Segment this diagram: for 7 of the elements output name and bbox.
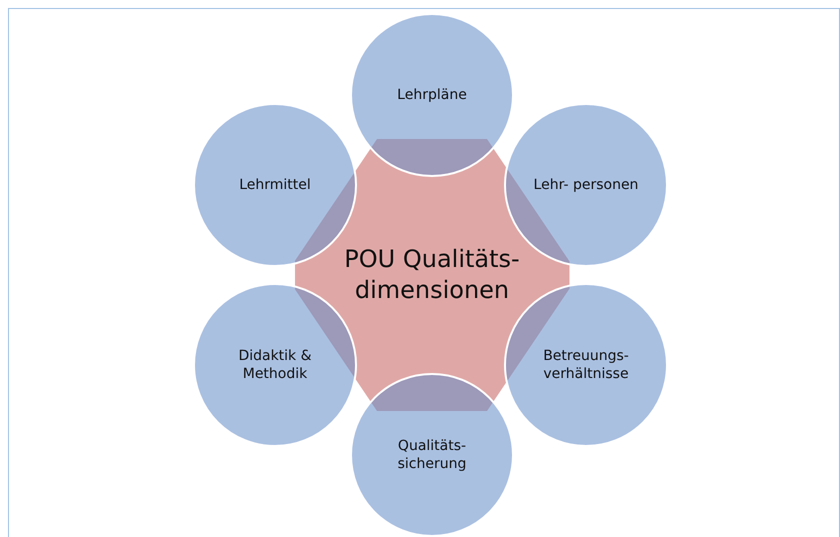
central-title: POU Qualitäts- dimensionen bbox=[343, 244, 521, 306]
dimension-label: Lehrpläne bbox=[396, 86, 468, 104]
dimension-label: Betreuungs- verhältnisse bbox=[542, 346, 630, 384]
dimension-label: Lehr- personen bbox=[532, 176, 640, 194]
dimension-label: Qualitäts- sicherung bbox=[396, 436, 468, 474]
dimension-label: Didaktik & Methodik bbox=[237, 346, 313, 384]
dimension-label: Lehrmittel bbox=[238, 176, 312, 194]
